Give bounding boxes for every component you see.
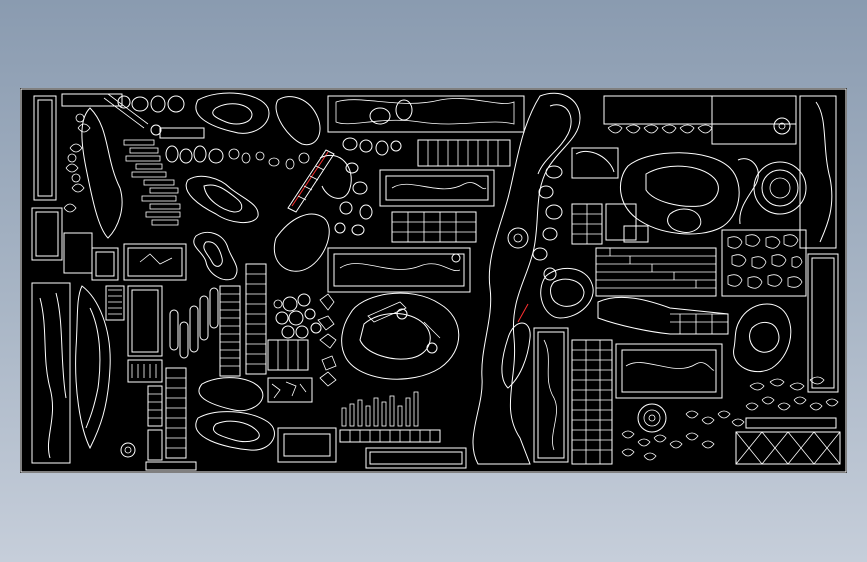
ladder-strips: [147, 263, 267, 461]
landscape-plan-drawing: [20, 88, 847, 473]
cad-viewport[interactable]: [20, 88, 847, 473]
left-panels: [31, 95, 71, 464]
sheet-border: [20, 88, 847, 473]
plank-bars: [123, 139, 181, 226]
right-ponds: [619, 152, 807, 235]
tile-strips-center-left: [145, 339, 337, 471]
right-paving-grids: [571, 203, 839, 393]
pebbles-column: [317, 293, 337, 387]
right-lower: [533, 327, 841, 465]
stone-clusters: [165, 145, 310, 170]
vertical-pill-stones: [169, 287, 219, 359]
center-stone-cluster: [334, 137, 402, 236]
diagonal-bridge: [273, 149, 352, 272]
planting-strip: [61, 93, 123, 281]
center-pond: [341, 292, 460, 380]
stepping-stone-group-1: [103, 93, 205, 139]
planting-bed-curved: [81, 107, 123, 239]
river: [472, 92, 581, 465]
square-panel: [31, 207, 63, 261]
center-bottom-bars: [339, 391, 467, 469]
right-middle: [540, 268, 792, 373]
tall-panel-bottom: [31, 282, 71, 464]
center-left-frames: [75, 243, 187, 458]
center-top-frames: [327, 95, 525, 293]
tall-panel-top: [33, 95, 57, 201]
right-top-frames: [571, 95, 837, 249]
pond-group-1: [185, 92, 321, 281]
pebble-cluster-center: [273, 293, 322, 339]
